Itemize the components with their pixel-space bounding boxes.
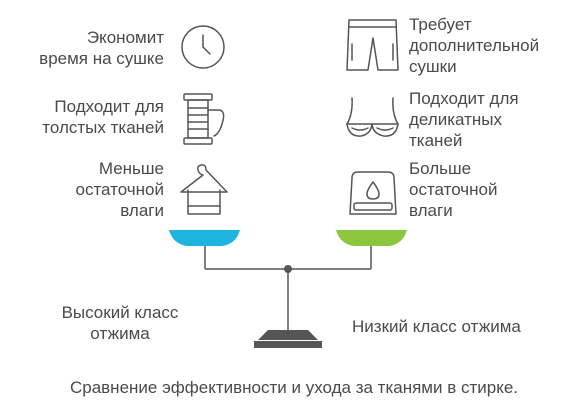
diagram-caption: Сравнение эффективности и ухода за тканя… [69, 378, 519, 397]
right-side-label: Низкий класс отжима [352, 317, 521, 336]
scale-base-top [258, 330, 318, 340]
thread-spool-icon [183, 93, 225, 145]
left-item-2-label: Подходит для толстых тканей [42, 97, 164, 137]
left-item-1-label: Экономит время на сушке [39, 28, 164, 68]
left-side-label: Высокий класс отжима [61, 303, 179, 343]
scale-pivot [284, 265, 292, 273]
moisture-towel-icon [349, 171, 397, 215]
scale-base [254, 341, 322, 348]
lingerie-icon [346, 97, 399, 137]
towel-hanger-icon [180, 164, 228, 215]
left-item-3-label: Меньше остаточной влаги [75, 159, 164, 220]
right-item-1-label: Требует дополнительной сушки [409, 15, 540, 76]
right-item-3-label: Больше остаточной влаги [409, 159, 498, 220]
scale-beam [204, 246, 372, 330]
right-item-2-label: Подходит для деликатных тканей [409, 89, 519, 150]
shorts-icon [346, 19, 399, 71]
right-pan [336, 230, 407, 246]
clock-icon [181, 25, 225, 69]
left-pan [169, 230, 240, 246]
